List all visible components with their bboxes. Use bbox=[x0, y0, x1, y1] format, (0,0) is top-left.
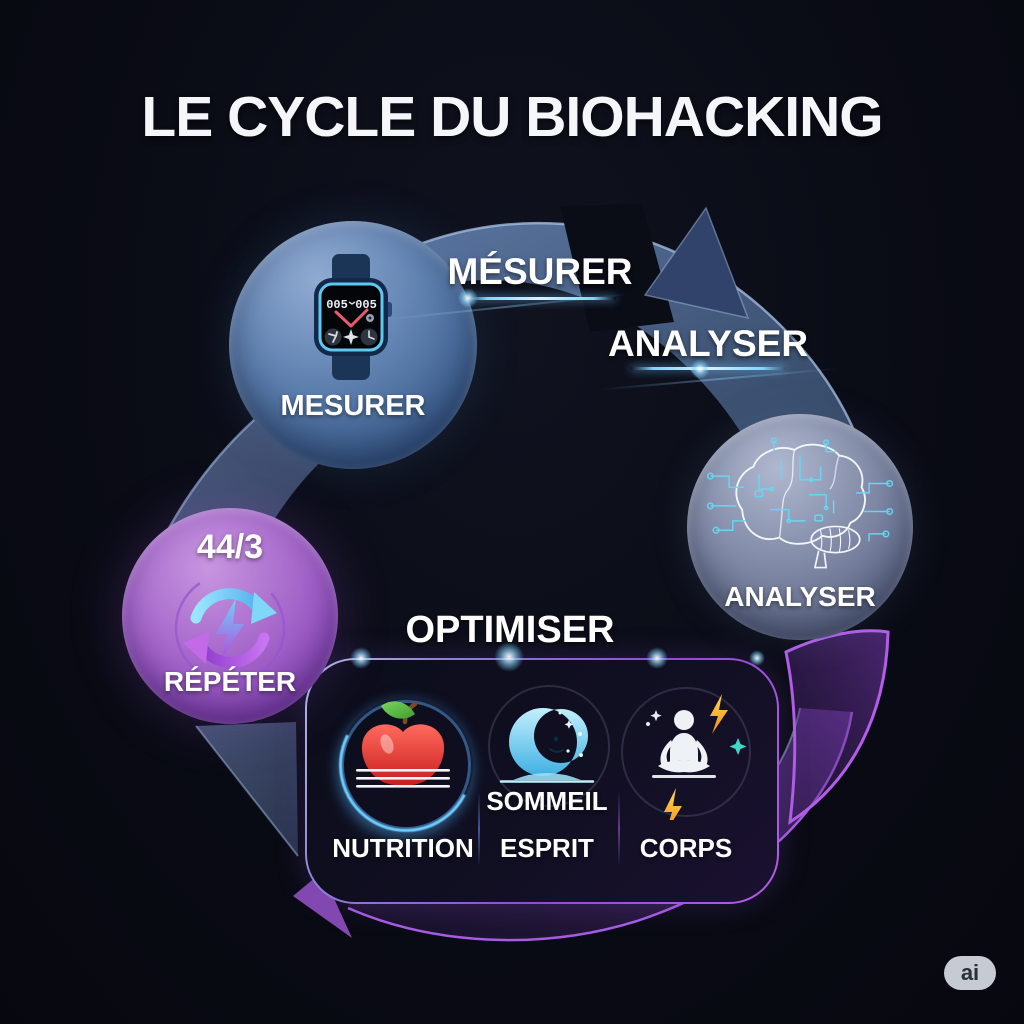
optimise-panel: NUTRITION SOMMEIL ESPRIT CORPS bbox=[305, 658, 779, 904]
measure-circle-label: MESURER bbox=[280, 390, 426, 422]
sommeil-label: SOMMEIL bbox=[486, 786, 608, 816]
repeat-counter: 44/3 bbox=[196, 528, 264, 566]
repeat-step-circle: 44/3 RÉPÉTER bbox=[122, 508, 338, 724]
cycle-arrowhead-bottom bbox=[293, 872, 352, 938]
ai-badge-label: ai bbox=[960, 960, 980, 985]
corps-ring bbox=[621, 687, 751, 817]
measure-step-tag: MÉSURER bbox=[447, 251, 633, 292]
brain-circuit-icon bbox=[706, 437, 894, 569]
analyse-tag-underline bbox=[630, 367, 786, 370]
repeat-circle-label: RÉPÉTER bbox=[163, 666, 297, 697]
optimise-step-title: OPTIMISER bbox=[405, 609, 615, 651]
meditation-energy-icon bbox=[646, 694, 747, 820]
cycle-arrowhead-top bbox=[643, 206, 750, 320]
ai-watermark-badge: ai bbox=[944, 956, 996, 990]
apple-icon bbox=[356, 701, 450, 788]
sommeil-ring bbox=[488, 685, 610, 807]
nutrition-ring bbox=[341, 700, 471, 830]
cycle-arc-down-left-highlight bbox=[195, 725, 299, 857]
cycle-arc-top-notch bbox=[560, 204, 674, 332]
panel-divider bbox=[618, 794, 620, 864]
analyse-step-tag: ANALYSER bbox=[607, 323, 809, 364]
crescent-moon-icon bbox=[499, 708, 595, 783]
repeat-lightning-icon bbox=[174, 572, 286, 684]
measure-tag-underline bbox=[464, 297, 616, 300]
analyse-step-circle: ANALYSER bbox=[687, 414, 913, 640]
nutrition-label: NUTRITION bbox=[332, 833, 474, 863]
panel-divider bbox=[478, 794, 480, 864]
svg-text:005: 005 bbox=[326, 298, 348, 312]
svg-text:005: 005 bbox=[355, 298, 377, 312]
analyse-circle-label: ANALYSER bbox=[724, 581, 876, 612]
measure-step-circle: 005 005 MESURER bbox=[229, 221, 477, 469]
corps-label: CORPS bbox=[639, 833, 733, 863]
cycle-arc-right bbox=[784, 629, 890, 825]
page-title: LE CYCLE DU BIOHACKING bbox=[141, 85, 883, 149]
smartwatch-icon: 005 005 bbox=[314, 254, 392, 380]
esprit-label: ESPRIT bbox=[500, 833, 594, 863]
